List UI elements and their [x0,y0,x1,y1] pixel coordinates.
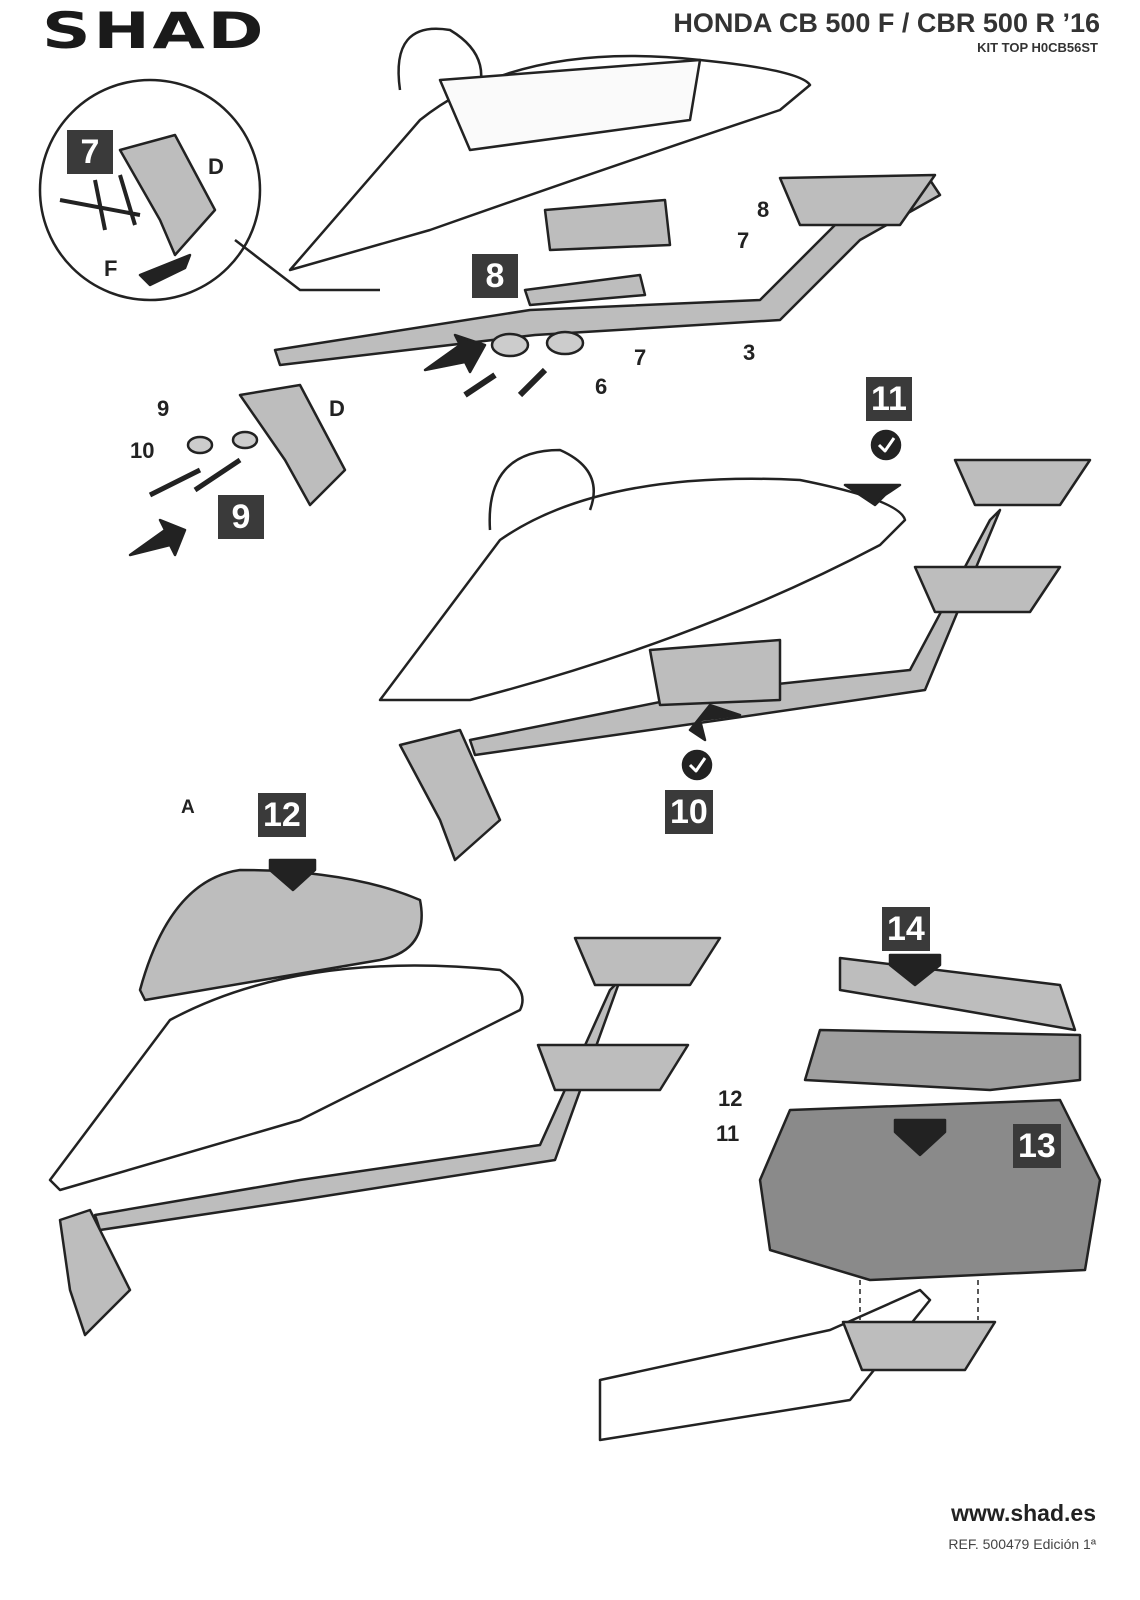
kit-subtitle: KIT TOP H0CB56ST [977,40,1098,55]
topcase-base-plate [598,953,1102,1442]
part-label-d: D [329,396,345,421]
step-badge-8: 8 [472,254,518,298]
part-label-a: A [181,797,195,818]
part-label-8: 8 [757,197,770,222]
part-label-11: 11 [716,1121,740,1146]
step-badge-11: 11 [866,377,912,421]
part-label-10: 10 [130,438,155,463]
part-label-f: F [104,256,118,281]
part-label-6: 6 [595,374,608,399]
step-badge-13: 13 [1013,1124,1061,1168]
part-label-12: 12 [718,1086,743,1111]
bracket-d-bolts [128,330,585,557]
part-label-7: 7 [737,228,750,253]
assembled-rack-view [378,429,1092,862]
rack-3 [273,173,942,367]
website-link[interactable]: www.shad.es [951,1500,1096,1526]
step-badge-9: 9 [218,495,264,539]
step-badge-10: 10 [665,790,713,834]
detail-circle [38,78,380,302]
shad-logo: SHAD [42,2,267,60]
seat-a-install [48,858,722,1337]
page-title: HONDA CB 500 F / CBR 500 R ’16 [673,8,1100,38]
step-badge-12: 12 [258,793,306,837]
seat-tail-top [288,27,812,272]
step-badge-7: 7 [67,130,113,174]
part-label-d: D [208,154,224,179]
part-label-3: 3 [743,340,756,365]
part-label-9: 9 [157,396,170,421]
part-label-7: 7 [634,345,647,370]
step-badge-14: 14 [882,907,930,951]
reference-number: REF. 500479 Edición 1ª [948,1536,1096,1552]
